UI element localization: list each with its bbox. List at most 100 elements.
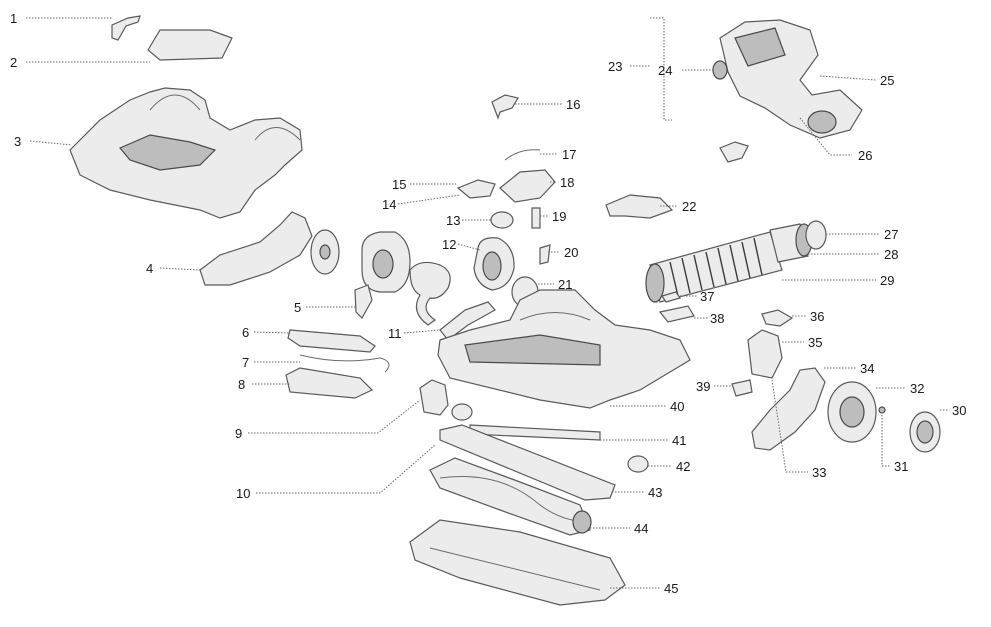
callout-32: 32 xyxy=(910,381,924,396)
callout-7: 7 xyxy=(242,355,249,370)
part-brush-roll-bristles xyxy=(439,476,586,523)
callout-24: 24 xyxy=(658,63,672,78)
part-ring-27 xyxy=(805,220,827,250)
part-board xyxy=(285,367,374,399)
callout-9: 9 xyxy=(235,426,242,441)
part-cover-35 xyxy=(747,329,783,379)
leader-12 xyxy=(457,243,481,251)
part-base-plate xyxy=(409,519,626,606)
callout-16: 16 xyxy=(566,97,580,112)
part-39 xyxy=(731,379,753,397)
part-cable xyxy=(299,354,390,373)
part-clip-36 xyxy=(761,309,794,327)
part-housing-small xyxy=(419,379,449,416)
callout-40: 40 xyxy=(670,399,684,414)
callout-23: 23 xyxy=(608,59,622,74)
callout-27: 27 xyxy=(884,227,898,242)
part-base-plate-inner xyxy=(429,547,601,591)
part-37 xyxy=(661,291,681,303)
part-arc-17 xyxy=(504,149,541,161)
callout-30: 30 xyxy=(952,403,966,418)
callout-3: 3 xyxy=(14,134,21,149)
callout-28: 28 xyxy=(884,247,898,262)
callout-2: 2 xyxy=(10,55,17,70)
leader-4 xyxy=(159,267,201,271)
part-handle-wheel xyxy=(807,110,837,134)
callout-29: 29 xyxy=(880,273,894,288)
part-ring-24 xyxy=(712,60,728,80)
callout-36: 36 xyxy=(810,309,824,324)
callout-4: 4 xyxy=(146,261,153,276)
part-cap-30-inner xyxy=(916,420,934,444)
leader-26 xyxy=(799,117,852,156)
part-hatch-ring xyxy=(482,251,502,281)
part-disc-left-center xyxy=(319,244,331,260)
part-clip-top xyxy=(111,15,141,41)
leader-10 xyxy=(256,444,436,494)
callout-17: 17 xyxy=(562,147,576,162)
part-curved-arm xyxy=(199,211,313,286)
part-pin-20 xyxy=(539,244,551,265)
part-bracket-22 xyxy=(605,194,674,219)
part-small-spring xyxy=(354,284,373,319)
leader-6 xyxy=(253,331,291,334)
callout-18: 18 xyxy=(560,175,574,190)
part-roller-left xyxy=(451,403,473,421)
leader-31 xyxy=(881,412,890,467)
part-handle-cylinder xyxy=(734,27,786,67)
part-bracket-18 xyxy=(499,169,556,203)
part-38 xyxy=(658,305,695,323)
callout-26: 26 xyxy=(858,148,872,163)
part-spring-19 xyxy=(531,207,541,229)
part-long-bar xyxy=(287,329,376,353)
part-top-cover-arch xyxy=(149,94,201,111)
callout-37: 37 xyxy=(700,289,714,304)
callout-45: 45 xyxy=(664,581,678,596)
callout-22: 22 xyxy=(682,199,696,214)
callout-8: 8 xyxy=(238,377,245,392)
callout-31: 31 xyxy=(894,459,908,474)
part-knob xyxy=(490,211,514,229)
leader-3 xyxy=(29,140,73,146)
callout-10: 10 xyxy=(236,486,250,501)
part-wheel-32-hub xyxy=(839,396,865,428)
callout-19: 19 xyxy=(552,209,566,224)
callout-44: 44 xyxy=(634,521,648,536)
callout-1: 1 xyxy=(10,11,17,26)
callout-43: 43 xyxy=(648,485,662,500)
callout-35: 35 xyxy=(808,335,822,350)
callout-33: 33 xyxy=(812,465,826,480)
leader-25 xyxy=(819,75,877,81)
part-top-cover-inner xyxy=(119,134,217,171)
leader-9 xyxy=(248,399,421,434)
callout-42: 42 xyxy=(676,459,690,474)
part-main-body-detail xyxy=(519,312,591,321)
callout-38: 38 xyxy=(710,311,724,326)
leader-11 xyxy=(403,329,441,334)
callout-5: 5 xyxy=(294,300,301,315)
part-clip-16 xyxy=(491,94,519,120)
callout-13: 13 xyxy=(446,213,460,228)
callout-11: 11 xyxy=(388,326,402,341)
callout-12: 12 xyxy=(442,237,456,252)
leader-33 xyxy=(771,379,808,473)
part-clip-26 xyxy=(719,141,749,163)
part-plate xyxy=(147,29,233,61)
part-brush-roll-end xyxy=(572,510,592,534)
part-main-body-top xyxy=(464,334,601,366)
part-latch xyxy=(456,179,496,199)
leader-14 xyxy=(397,194,461,205)
part-hose xyxy=(645,231,783,303)
part-plate-43 xyxy=(439,424,616,501)
callout-34: 34 xyxy=(860,361,874,376)
callout-25: 25 xyxy=(880,73,894,88)
part-top-cover-arch-right xyxy=(254,127,301,141)
part-roller-42 xyxy=(627,455,649,473)
leader-23-bracket xyxy=(650,17,672,121)
callout-14: 14 xyxy=(382,197,396,212)
callout-6: 6 xyxy=(242,325,249,340)
part-motor-face xyxy=(372,249,394,279)
callout-39: 39 xyxy=(696,379,710,394)
